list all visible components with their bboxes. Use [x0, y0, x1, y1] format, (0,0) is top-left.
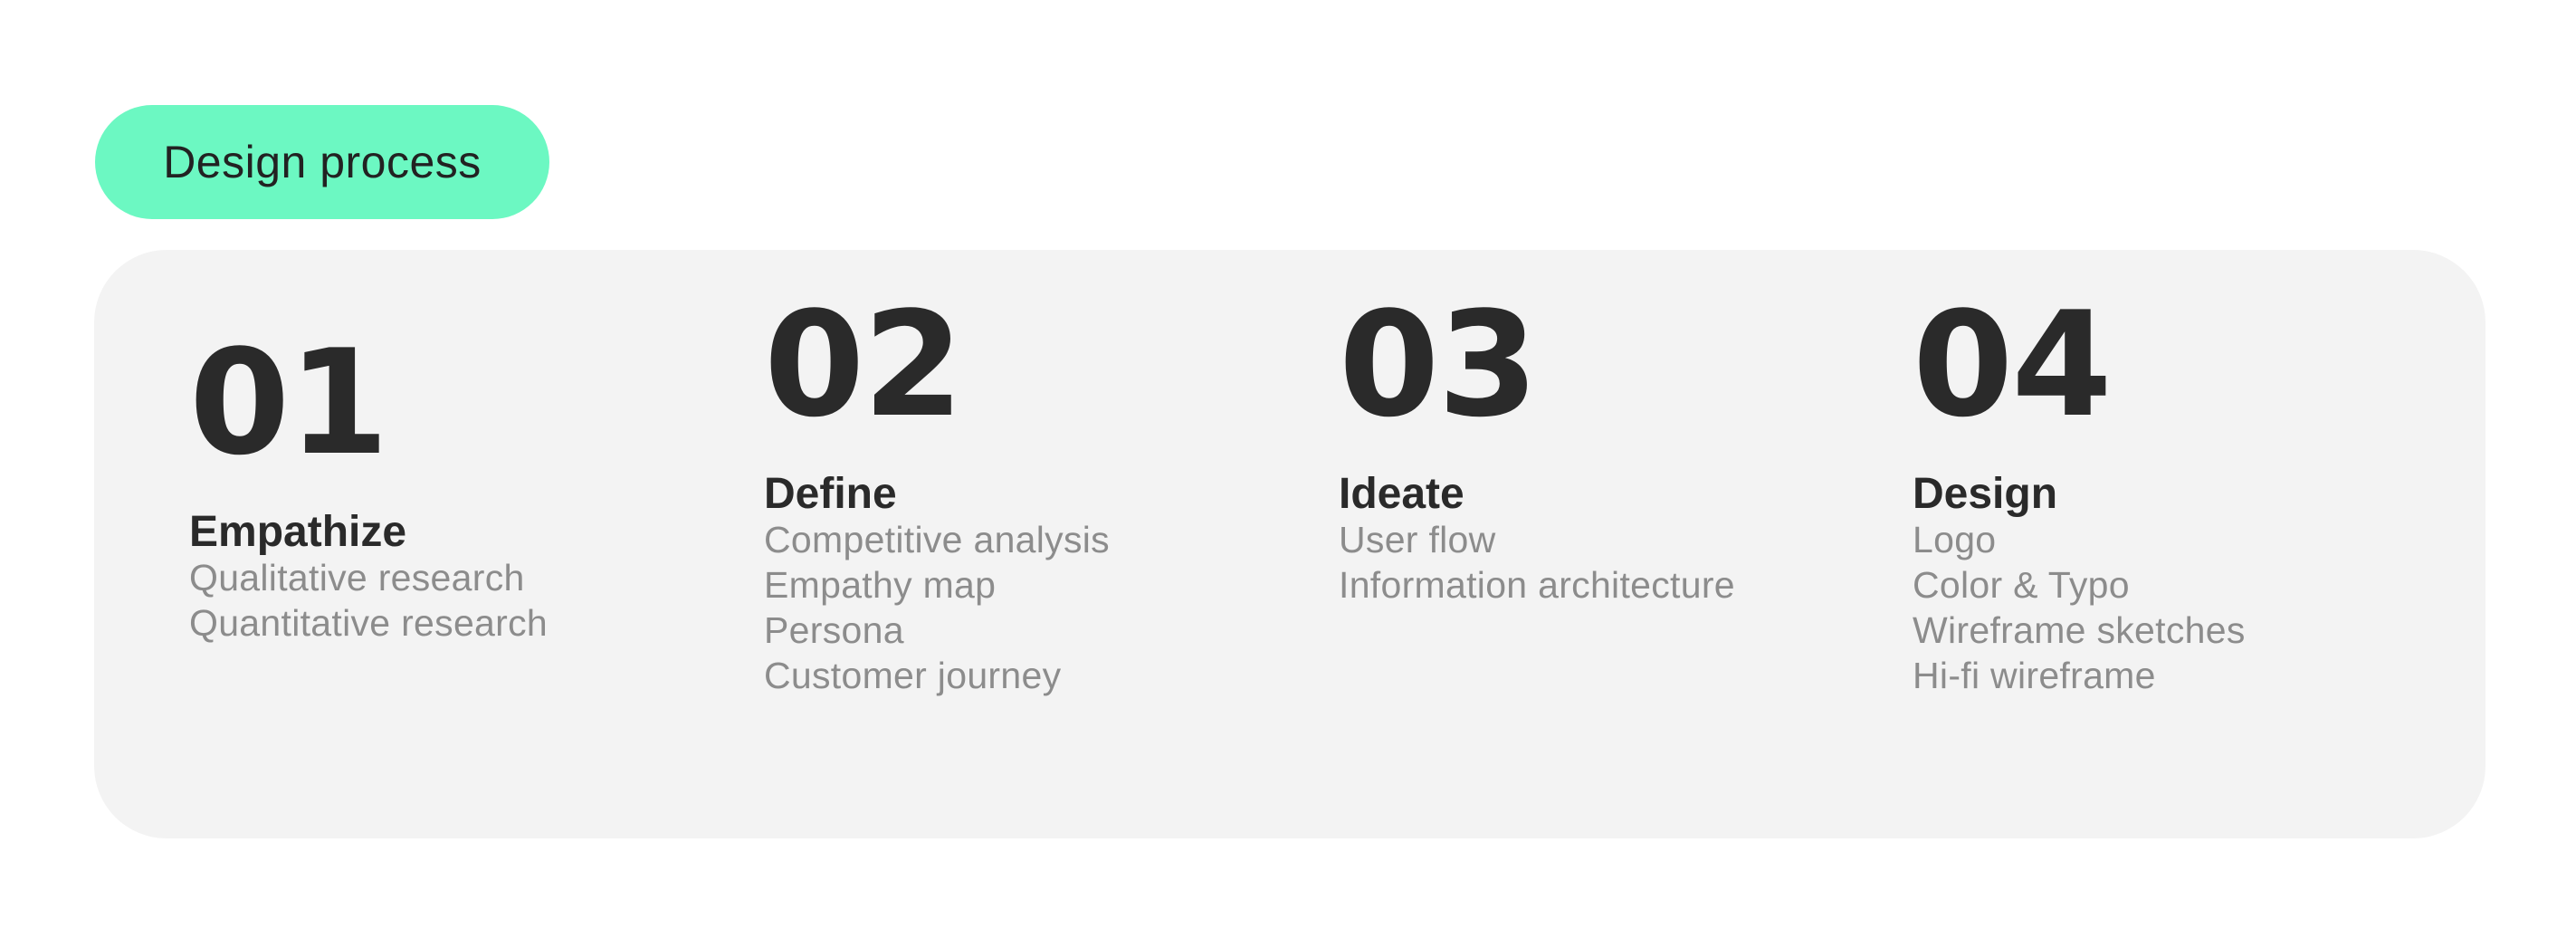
list-item: Quantitative research — [189, 602, 548, 644]
step-design: 04 Design Logo Color & Typo Wireframe sk… — [1913, 292, 2246, 698]
step-title: Define — [764, 470, 897, 518]
list-item: Color & Typo — [1913, 564, 2130, 606]
step-empathize: 01 Empathize Qualitative research Quanti… — [189, 330, 548, 646]
step-item-list: User flow Information architecture — [1339, 517, 1735, 608]
list-item: Logo — [1913, 519, 1997, 560]
step-number: 01 — [189, 318, 389, 487]
list-item: User flow — [1339, 519, 1496, 560]
step-item-list: Competitive analysis Empathy map Persona… — [764, 517, 1110, 698]
step-define: 02 Define Competitive analysis Empathy m… — [764, 292, 1110, 698]
step-title: Design — [1913, 470, 2058, 518]
step-title: Empathize — [189, 508, 407, 556]
list-item: Hi-fi wireframe — [1913, 655, 2156, 696]
step-title: Ideate — [1339, 470, 1465, 518]
design-process-badge: Design process — [95, 105, 549, 219]
list-item: Persona — [764, 609, 904, 651]
list-item: Customer journey — [764, 655, 1062, 696]
step-item-list: Qualitative research Quantitative resear… — [189, 555, 548, 646]
step-number: 03 — [1339, 280, 1539, 449]
step-number: 04 — [1913, 280, 2113, 449]
list-item: Empathy map — [764, 564, 997, 606]
process-steps-panel — [94, 250, 2485, 838]
list-item: Qualitative research — [189, 557, 525, 598]
list-item: Information architecture — [1339, 564, 1735, 606]
list-item: Competitive analysis — [764, 519, 1110, 560]
step-item-list: Logo Color & Typo Wireframe sketches Hi-… — [1913, 517, 2246, 698]
list-item: Wireframe sketches — [1913, 609, 2246, 651]
badge-label: Design process — [163, 137, 482, 187]
step-ideate: 03 Ideate User flow Information architec… — [1339, 292, 1735, 608]
step-number: 02 — [764, 280, 964, 449]
